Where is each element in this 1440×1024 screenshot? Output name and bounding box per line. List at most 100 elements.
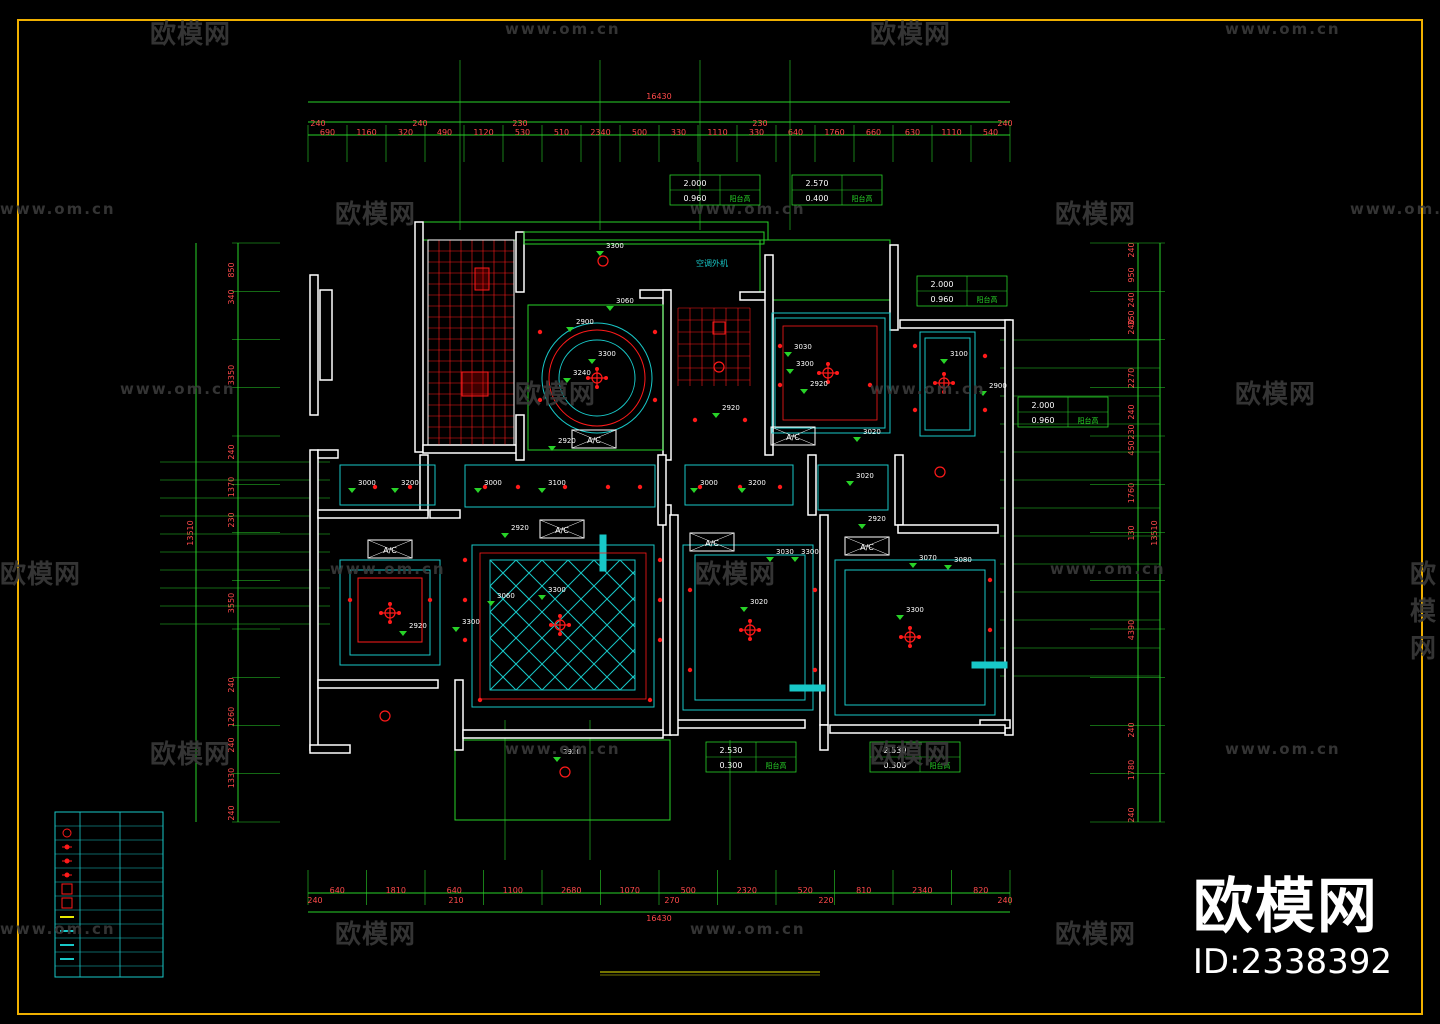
downlight-icon <box>427 597 433 603</box>
height-marker-icon <box>690 488 698 493</box>
height-marker-icon <box>348 488 356 493</box>
wall-segment <box>317 509 429 519</box>
ceiling-frame <box>684 464 794 506</box>
height-marker-icon <box>538 595 546 600</box>
height-marker-icon <box>858 524 866 529</box>
downlight-icon <box>657 557 663 563</box>
wall-segment <box>669 514 679 736</box>
chandelier-icon <box>748 637 752 641</box>
wall-segment <box>515 414 525 461</box>
wall-segment <box>309 744 351 754</box>
downlight-icon <box>812 587 818 593</box>
wall-segment <box>657 454 667 526</box>
wall-segment <box>897 524 999 534</box>
level-note: 阳台高 <box>852 194 873 203</box>
downlight-icon <box>637 484 643 490</box>
height-marker-icon <box>596 251 604 256</box>
ac-label: A/C <box>555 526 569 535</box>
ceiling-frame <box>682 544 814 711</box>
ac-label: A/C <box>383 546 397 555</box>
ac-label: A/C <box>587 436 601 445</box>
window-cyan <box>789 684 826 692</box>
dim-bottom-inner: 2340 <box>912 886 932 895</box>
wall-segment <box>889 244 899 331</box>
dim-top-outer: 240 <box>310 119 325 128</box>
height-marker-icon <box>501 533 509 538</box>
tile-border <box>427 239 515 446</box>
dim-left: 3550 <box>227 593 236 613</box>
dim-right: 240 <box>1127 242 1136 257</box>
legend-fan-icon <box>61 883 73 895</box>
height-marker-icon <box>909 563 917 568</box>
downlight-icon <box>647 697 653 703</box>
chandelier-icon <box>817 371 821 375</box>
wall-segment <box>309 274 319 416</box>
ceiling-light-icon <box>713 361 725 373</box>
ac-unit <box>689 532 735 552</box>
downlight-icon <box>462 637 468 643</box>
dim-top-inner: 660 <box>866 128 881 137</box>
wall-segment <box>764 254 774 456</box>
height-marker-icon <box>391 488 399 493</box>
dim-bottom-inner: 810 <box>856 886 871 895</box>
height-marker-icon <box>474 488 482 493</box>
height-marker-icon <box>548 446 556 451</box>
dim-top-inner: 1110 <box>941 128 961 137</box>
dim-left: 240 <box>227 677 236 692</box>
downlight-icon <box>867 382 873 388</box>
level-value: 2.000 <box>931 280 954 289</box>
dim-bottom-inner: 500 <box>681 886 696 895</box>
downlight-icon <box>652 397 658 403</box>
downlight-icon <box>912 407 918 413</box>
diamond-line <box>490 560 543 613</box>
downlight-icon <box>347 597 353 603</box>
chandelier-icon <box>595 385 599 389</box>
downlight-icon <box>372 484 378 490</box>
chandelier-icon <box>917 635 921 639</box>
dim-top-inner: 640 <box>788 128 803 137</box>
window <box>319 289 333 381</box>
level-value: 0.300 <box>884 761 907 770</box>
downlight-icon <box>692 417 698 423</box>
wall-segment <box>1004 319 1014 736</box>
downlight-icon <box>652 329 658 335</box>
window-cyan <box>971 661 1008 669</box>
legend-table <box>54 811 164 978</box>
height-marker-icon <box>979 391 987 396</box>
ceiling-height: 3060 <box>616 297 634 305</box>
diamond-line <box>567 622 635 690</box>
height-marker-icon <box>538 488 546 493</box>
downlight-icon <box>407 484 413 490</box>
dim-top-inner: 1120 <box>473 128 493 137</box>
ceiling-frame <box>339 559 441 666</box>
chandelier-icon <box>942 390 946 394</box>
diamond-line <box>619 674 635 690</box>
dim-top-inner: 490 <box>437 128 452 137</box>
height-marker-icon <box>766 557 774 562</box>
wall-segment <box>414 221 424 453</box>
exhaust-fan-icon <box>712 321 726 335</box>
height-marker-icon <box>563 378 571 383</box>
balcony-outline-top <box>422 221 769 241</box>
dim-bottom-inner: 520 <box>798 886 813 895</box>
height-marker-icon <box>791 557 799 562</box>
ceiling-height: 3080 <box>954 556 972 564</box>
ceiling-height: 3000 <box>484 479 502 487</box>
ceiling-frame <box>834 559 996 716</box>
ac-unit <box>844 536 890 556</box>
dim-left: 240 <box>227 805 236 820</box>
brand-block: 欧模网 ID:2338392 <box>1193 872 1392 982</box>
dim-top-outer: 240 <box>412 119 427 128</box>
hatch-block <box>474 267 490 291</box>
chandelier-icon <box>757 628 761 632</box>
height-marker-icon <box>853 437 861 442</box>
dim-bottom-outer: 240 <box>997 896 1012 905</box>
height-marker-icon <box>553 757 561 762</box>
ceiling-height: 2920 <box>868 515 886 523</box>
ceiling-ring <box>541 322 653 434</box>
dim-top-inner: 500 <box>632 128 647 137</box>
downlight-icon <box>462 557 468 563</box>
downlight-icon <box>982 353 988 359</box>
wall-segment <box>807 454 817 516</box>
